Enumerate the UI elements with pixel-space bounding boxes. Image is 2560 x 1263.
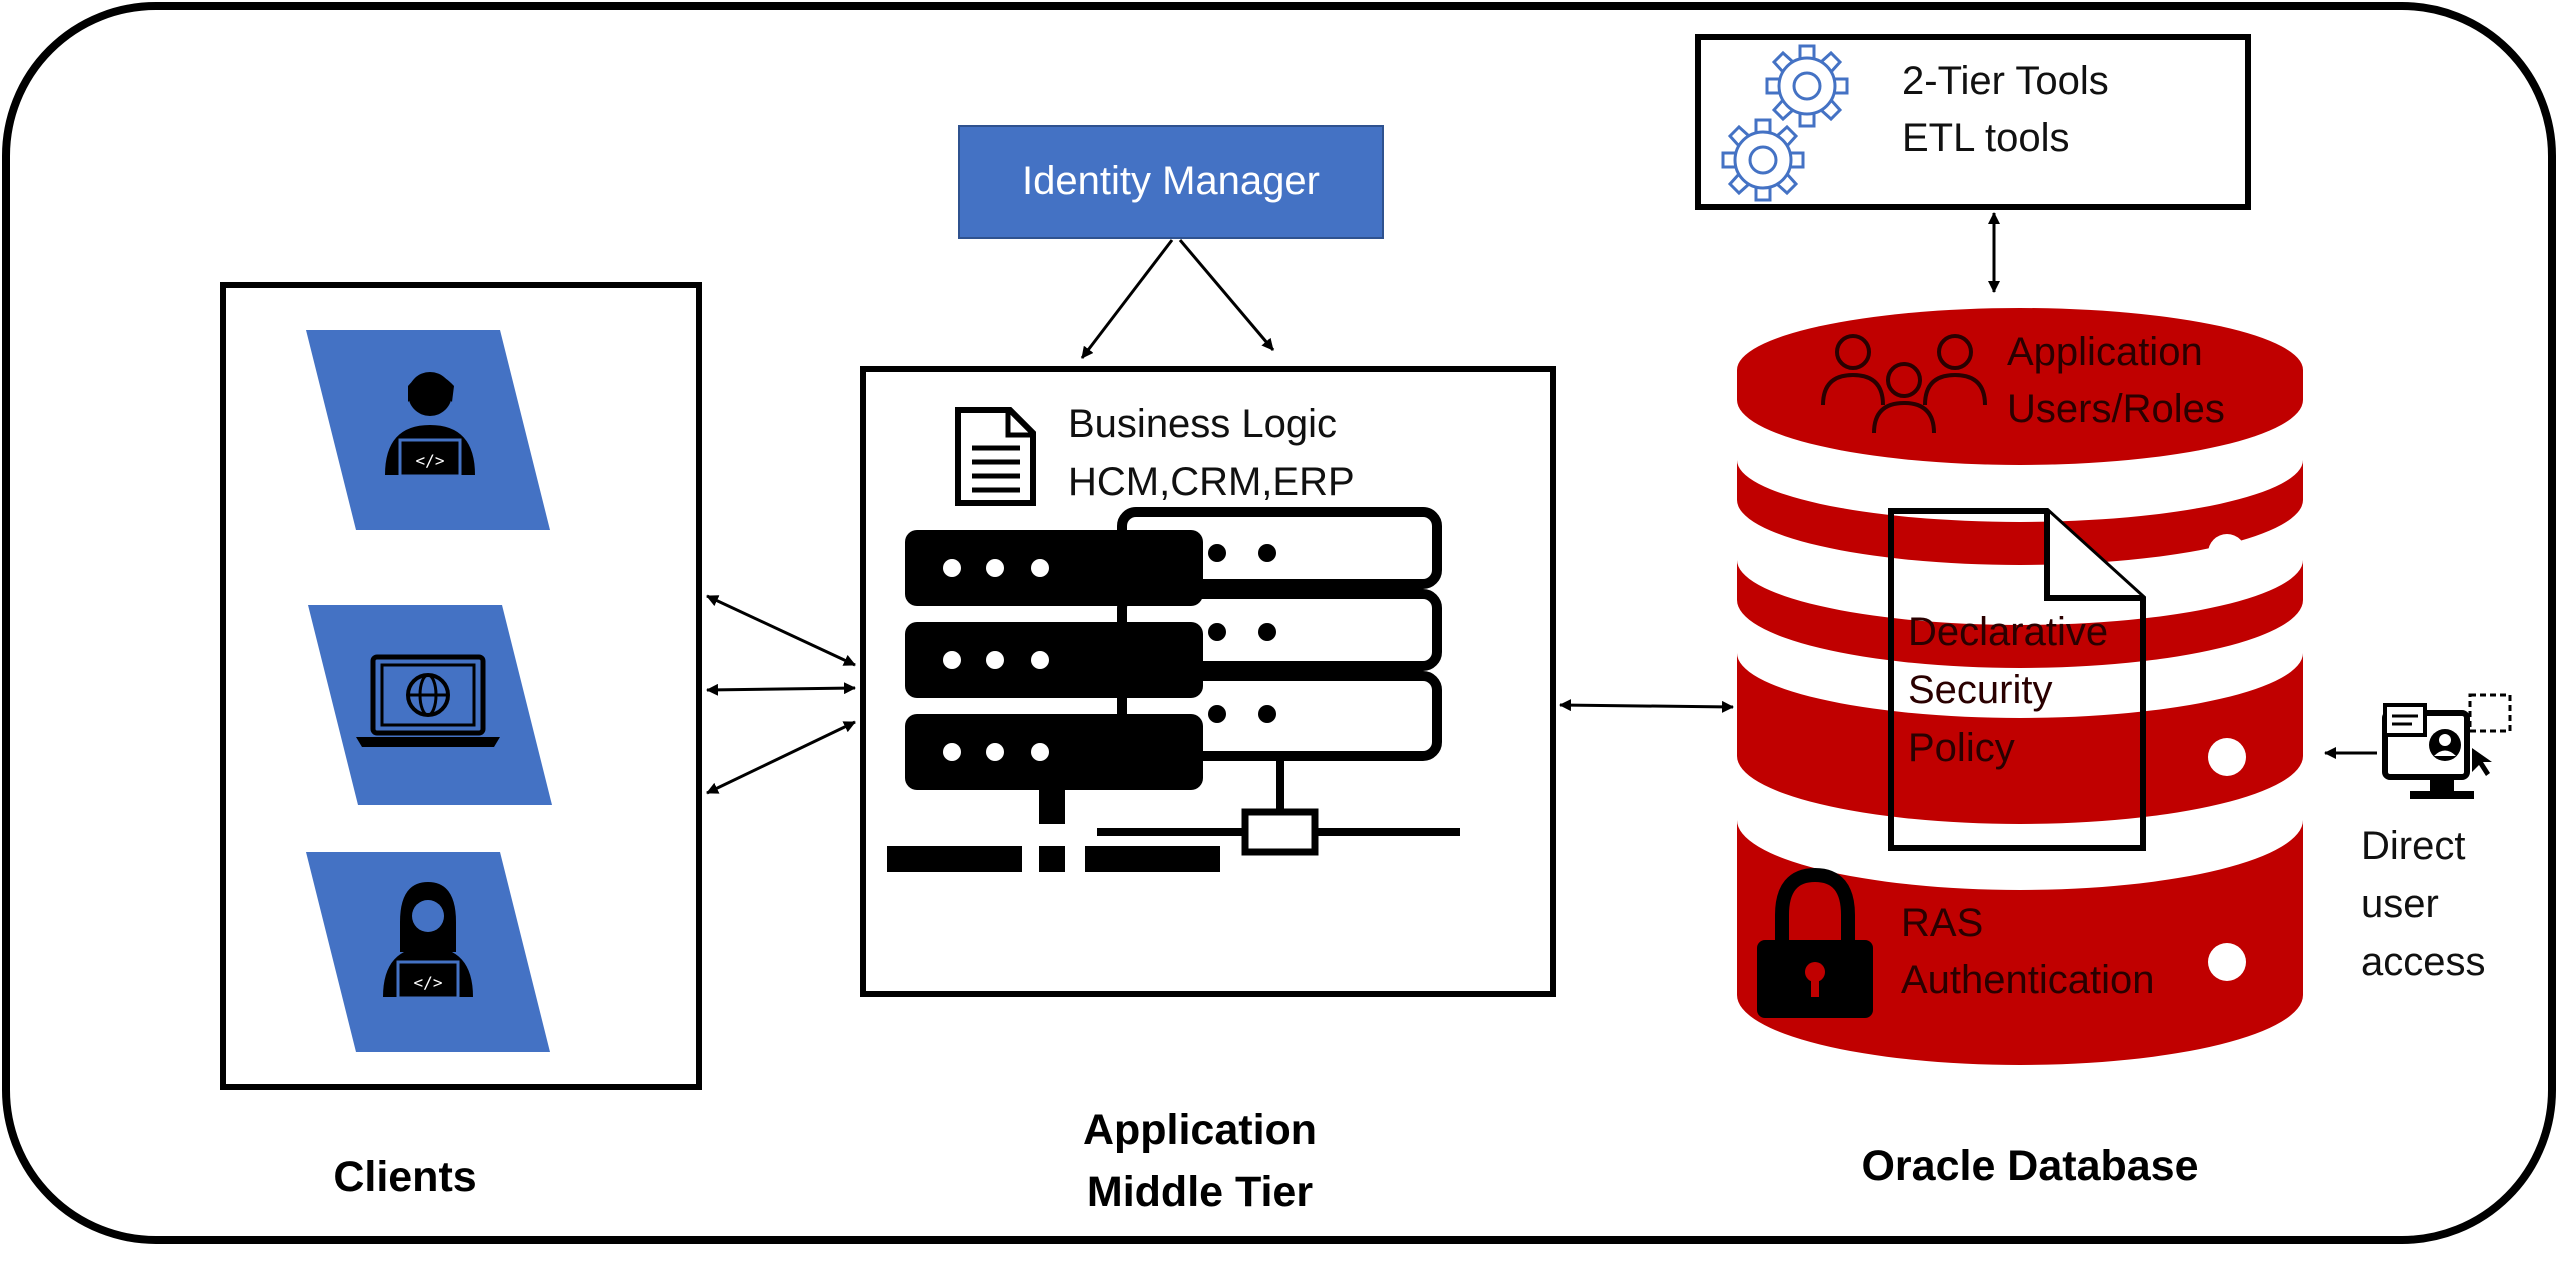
client-card-2 [308,605,552,805]
direct-access-line3: access [2361,940,2486,984]
business-logic-line2: HCM,CRM,ERP [1068,460,1355,504]
tools-label-line1: 2-Tier Tools [1902,59,2109,103]
arrow-clients-middle-1 [706,594,856,667]
svg-text:</>: </> [416,451,445,470]
app-users-line1: Application [2007,330,2203,374]
arrow-clients-middle-3 [706,720,856,795]
policy-line2: Security [1908,668,2053,712]
lock-icon [1757,867,1873,1018]
arrow-identity-middle-1 [1080,239,1174,359]
connectors [706,212,2377,795]
developer-user-icon: </> [383,882,473,1000]
database-title: Oracle Database [1861,1142,2199,1190]
identity-manager-label: Identity Manager [1022,159,1320,203]
identity-manager-box [958,125,1384,239]
business-logic-line1: Business Logic [1068,402,1338,446]
user-group-icon [1821,334,1987,434]
monitor-user-icon [2382,693,2512,799]
ras-line1: RAS [1901,901,1984,945]
db-indicator-top [2208,534,2246,572]
arrow-middle-database [1559,699,1734,713]
policy-line3: Policy [1908,726,2015,770]
arrow-clients-middle-2 [706,682,856,696]
svg-text:</>: </> [414,973,443,992]
direct-access-line1: Direct [2361,824,2466,868]
middle-tier-title-line2: Middle Tier [1086,1168,1314,1216]
app-users-line2: Users/Roles [2007,387,2225,431]
laptop-globe-icon [356,654,500,747]
db-indicator-mid [2208,738,2246,776]
document-icon [955,407,1036,506]
server-rack-icon [887,507,1460,872]
arrow-identity-middle-2 [1178,239,1275,351]
db-indicator-bottom [2208,943,2246,981]
tools-label-line2: ETL tools [1902,116,2070,160]
middle-tier-title-line1: Application [1082,1106,1318,1154]
ras-line2: Authentication [1901,958,2155,1002]
developer-user-icon: </> [385,372,475,478]
client-card-3: </> [306,852,550,1052]
policy-document-icon [1888,508,2146,851]
direct-access-line2: user [2361,882,2439,926]
gears-icon [1721,44,1849,202]
client-card-1: </> [306,330,550,530]
database-cylinder [1737,308,2303,1065]
clients-title: Clients [333,1153,477,1201]
policy-line1: Declarative [1908,610,2109,654]
